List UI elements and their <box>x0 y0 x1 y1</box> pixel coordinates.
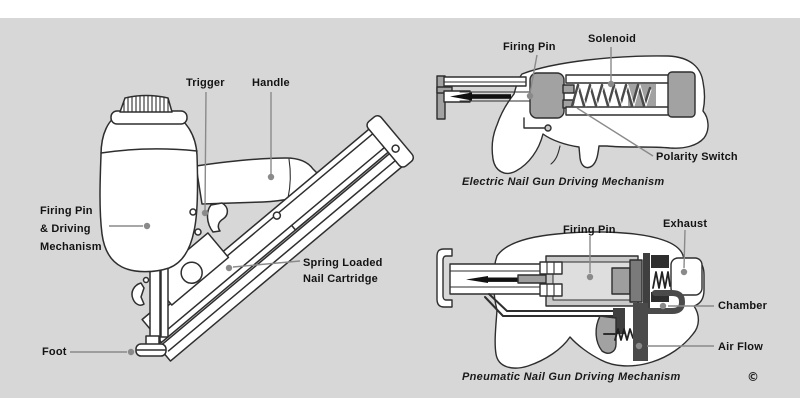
caption-pneumatic: Pneumatic Nail Gun Driving Mechanism <box>462 371 681 383</box>
pneumatic-mechanism-illustration <box>436 231 705 369</box>
leader-lines <box>70 47 714 353</box>
electric-mechanism-illustration <box>436 55 709 175</box>
label-polarity-switch: Polarity Switch <box>656 151 738 163</box>
nail-cartridge-part <box>141 114 415 362</box>
motor-body-part <box>99 94 199 273</box>
electric-nail <box>450 92 472 101</box>
airflow-spring <box>614 328 634 341</box>
chamber-pipe <box>645 290 685 314</box>
label-handle: Handle <box>252 77 290 89</box>
label-trigger: Trigger <box>186 77 225 89</box>
polarity-wire <box>523 117 546 129</box>
label-firing-pin-mechanism: Firing Pin & Driving Mechanism <box>40 205 102 253</box>
copyright-mark: © <box>747 370 759 384</box>
label-chamber: Chamber <box>718 300 768 312</box>
exhaust-port <box>670 257 703 296</box>
nail-gun-illustration <box>99 94 415 362</box>
valve-spring <box>652 271 671 289</box>
label-foot: Foot <box>42 346 67 358</box>
label-electric-firing-pin: Firing Pin <box>503 41 556 53</box>
label-solenoid: Solenoid <box>588 33 637 45</box>
label-air-flow: Air Flow <box>718 341 763 353</box>
air-duct <box>633 303 648 361</box>
label-pneumatic-firing-pin: Firing Pin <box>563 224 616 236</box>
trigger-part <box>206 202 229 233</box>
driver-block <box>529 72 565 119</box>
pneumatic-nail <box>466 276 488 283</box>
leader-dots <box>127 80 688 356</box>
label-nail-cartridge: Spring Loaded Nail Cartridge <box>303 257 383 285</box>
caption-electric: Electric Nail Gun Driving Mechanism <box>462 176 665 188</box>
label-exhaust: Exhaust <box>663 218 708 230</box>
